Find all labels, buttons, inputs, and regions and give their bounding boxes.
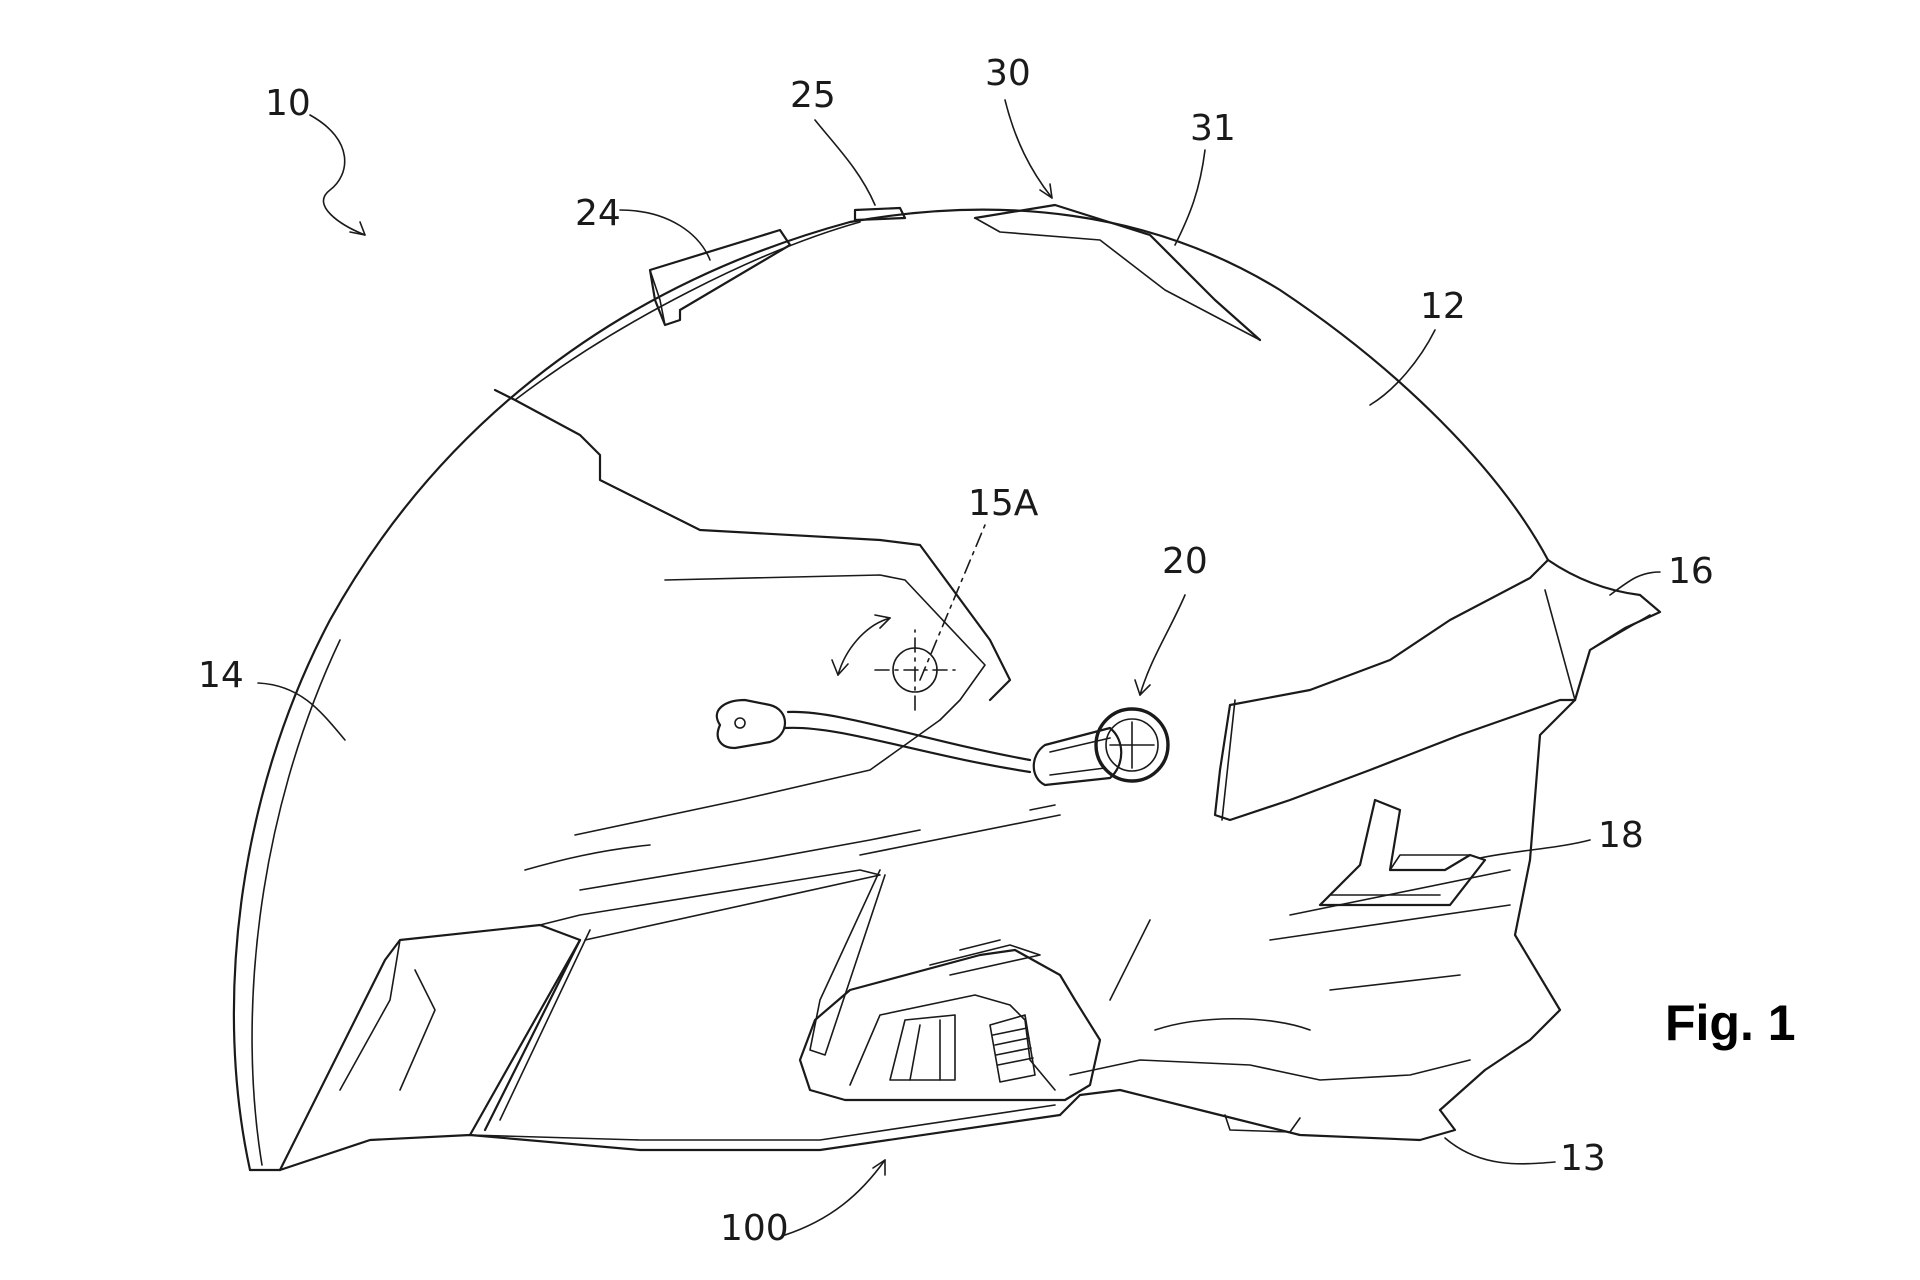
label-communication-device: 100 — [720, 1208, 789, 1249]
label-top-button: 25 — [790, 75, 836, 116]
label-shell: 12 — [1420, 286, 1466, 327]
label-side-vent: 18 — [1598, 815, 1644, 856]
side-ridge-lines — [809, 869, 1511, 1081]
label-spoiler: 16 — [1668, 551, 1714, 592]
label-rear-element: 30 — [985, 53, 1031, 94]
label-rear-ridge: 31 — [1190, 108, 1236, 149]
label-microphone-unit: 20 — [1162, 541, 1208, 582]
side-panel — [493, 388, 1061, 891]
label-side-panel: 14 — [198, 655, 244, 696]
label-pivot-axis: 15A — [968, 483, 1039, 524]
figure-label: Fig. 1 — [1665, 995, 1796, 1051]
rear-spoiler — [1213, 558, 1577, 822]
microphone-boom — [715, 698, 1170, 787]
label-front-vent: 24 — [575, 193, 621, 234]
side-vent — [1318, 798, 1487, 907]
chin-panel — [278, 869, 881, 1172]
top-button — [853, 206, 907, 222]
leader-lines — [257, 99, 1661, 1236]
front-vent — [648, 228, 792, 327]
label-helmet: 10 — [265, 83, 311, 124]
pivot-axis — [831, 524, 986, 711]
communication-device — [798, 939, 1102, 1102]
helmet-shell-outline — [232, 208, 1662, 1172]
rear-ridge — [973, 203, 1262, 342]
label-rim: 13 — [1560, 1138, 1606, 1179]
